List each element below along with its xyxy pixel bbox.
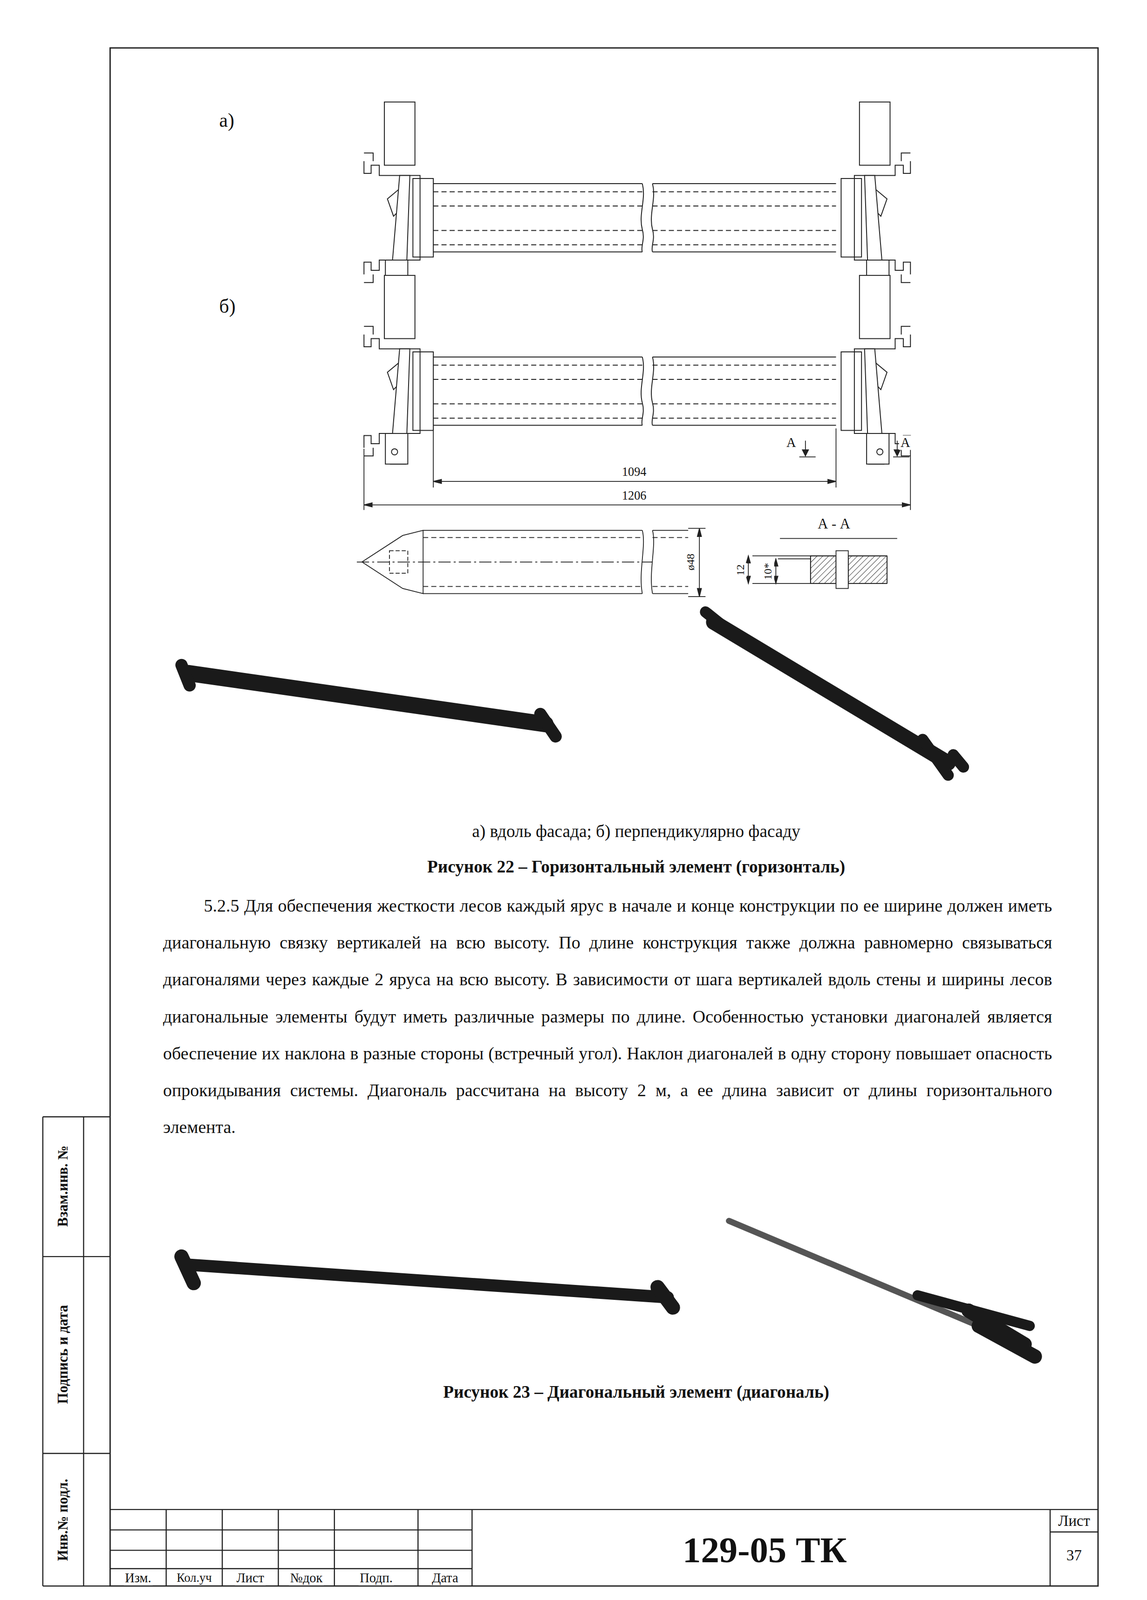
stamp-label: Подпись и дата (55, 1303, 72, 1405)
dimension: 12 (734, 562, 747, 577)
figure-title: Рисунок 23 – Диагональный элемент (диаго… (441, 1382, 831, 1402)
stamp-label: Взам.инв. № (55, 1143, 72, 1228)
stamp-header: Подп. (358, 1570, 395, 1585)
dimension: 10* (761, 560, 775, 581)
dimension: 1094 (620, 465, 649, 479)
figure-caption: а) вдоль фасада; б) перпендикулярно фаса… (470, 821, 802, 841)
stamp-header: №док (288, 1570, 325, 1585)
document-code: 129-05 ТК (681, 1529, 849, 1571)
section-title: А - А (816, 516, 852, 533)
stamp-header: Лист (235, 1570, 266, 1585)
stamp-header: Кол.уч (175, 1570, 213, 1584)
sheet-number: 37 (1065, 1546, 1084, 1564)
stamp-header: Дата (430, 1570, 460, 1585)
sheet-label: Лист (1056, 1511, 1092, 1529)
figure-letter: а) (219, 109, 235, 132)
dimension: 1206 (620, 488, 649, 503)
figure-title: Рисунок 22 – Горизонтальный элемент (гор… (425, 857, 847, 877)
dimension: ø48 (683, 552, 697, 572)
section-mark: А (785, 435, 798, 450)
figure-letter: б) (219, 295, 236, 318)
section-mark: А (899, 435, 912, 450)
body-text: 5.2.5 Для обеспечения жесткости лесов ка… (163, 887, 1052, 1146)
stamp-label: Инв.№ подл. (55, 1476, 72, 1562)
stamp-header: Изм. (123, 1570, 153, 1585)
